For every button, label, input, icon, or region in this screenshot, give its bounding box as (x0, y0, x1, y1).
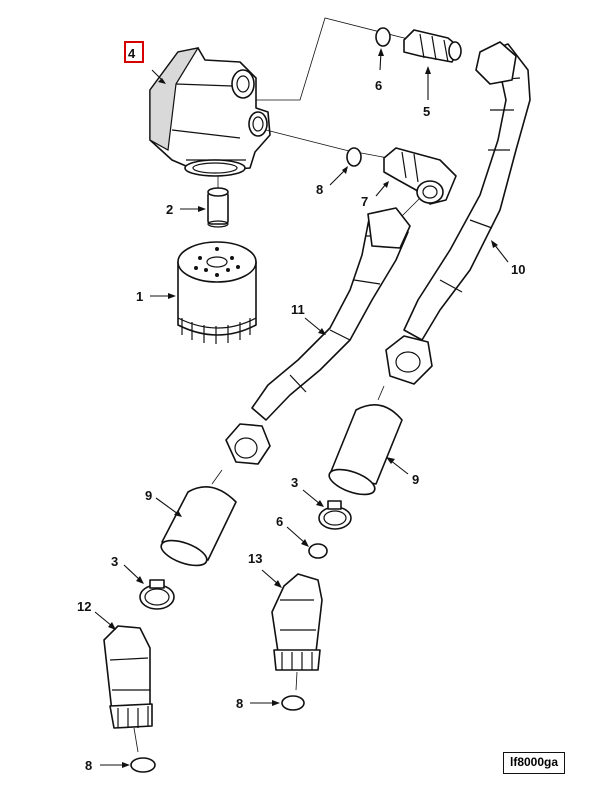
elbow-fitting-part-7 (383, 147, 457, 223)
callout-9-left: 9 (145, 488, 152, 503)
callout-6-lower: 6 (276, 514, 283, 529)
callout-12: 12 (77, 599, 91, 614)
callout-2: 2 (166, 202, 173, 217)
assembly-line-head-to-7 (265, 129, 389, 159)
elbow-connector-part-13 (271, 573, 323, 691)
assembly-line-head-to-5 (256, 17, 413, 101)
callout-1: 1 (136, 289, 143, 304)
fitting-part-5 (403, 29, 462, 63)
callout-8-upper: 8 (316, 182, 323, 197)
callout-3-left: 3 (111, 554, 118, 569)
o-ring-part-6-lower (308, 543, 328, 559)
callout-3-right: 3 (291, 475, 298, 490)
callout-4: 4 (128, 46, 136, 61)
o-ring-part-8-upper (346, 147, 362, 167)
highlight-box-callout-4 (124, 41, 144, 63)
callout-8-bottom: 8 (85, 758, 92, 773)
sleeve-part-9-left (160, 469, 237, 567)
callout-7: 7 (361, 194, 368, 209)
callout-8-middle: 8 (236, 696, 243, 711)
elbow-connector-part-12 (103, 625, 153, 753)
hose-nut-part-11 (225, 423, 271, 465)
callout-6-top: 6 (375, 78, 382, 93)
callout-13: 13 (248, 551, 262, 566)
filter-head-part-4 (149, 47, 271, 177)
figure-label: lf8000ga (503, 752, 565, 774)
sleeve-part-9-right (328, 385, 403, 496)
clamp-part-3-left (139, 579, 175, 610)
clamp-part-3-right (318, 500, 352, 530)
o-ring-part-8-middle (281, 695, 305, 711)
hose-part-11 (251, 207, 411, 421)
callout-11: 11 (291, 302, 305, 317)
filter-canister-part-1 (177, 241, 257, 344)
callout-10: 10 (511, 262, 525, 277)
callout-5: 5 (423, 104, 430, 119)
o-ring-part-8-bottom (130, 757, 156, 773)
sleeve-part-2 (207, 176, 229, 228)
hose-nut-part-10 (385, 335, 433, 385)
o-ring-part-6-top (375, 27, 391, 47)
leader-arrows (94, 48, 509, 768)
hose-part-10 (403, 41, 531, 341)
callout-9-right: 9 (412, 472, 419, 487)
